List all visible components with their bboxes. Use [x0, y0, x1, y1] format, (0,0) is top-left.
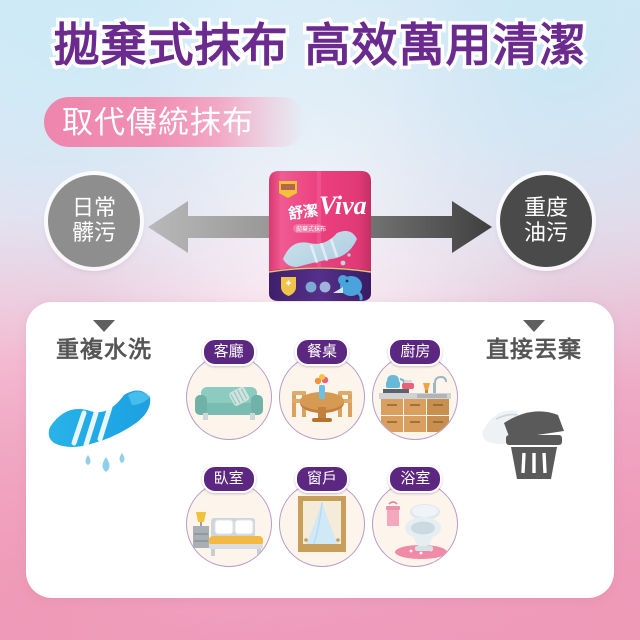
headline-part-2: 高效萬用清潔: [301, 19, 589, 72]
caret-down-icon: [523, 320, 545, 332]
room-item-bathroom[interactable]: 浴室: [372, 465, 459, 584]
product-package-image: 舒潔 Viva 拋棄式抹布: [268, 171, 372, 301]
window-illustration: [278, 481, 365, 567]
bedroom-illustration: [185, 481, 272, 567]
room-label-window: 窗戶: [294, 465, 349, 493]
kitchen-counter-icon: [379, 375, 452, 432]
left-severity-circle: 日常 髒污: [48, 175, 140, 267]
svg-text:舒潔: 舒潔: [287, 201, 319, 223]
room-label-dining-table: 餐桌: [294, 338, 349, 366]
living-room-illustration: [185, 354, 272, 440]
toilet-icon: [386, 501, 448, 559]
reusable-cloth-column: 重複水洗: [36, 320, 172, 481]
bed-icon: [192, 512, 263, 556]
dining-table-illustration: [278, 354, 365, 440]
right-severity-line1: 重度: [523, 195, 568, 221]
bathroom-illustration: [372, 481, 459, 567]
room-label-living-room: 客廳: [201, 338, 256, 366]
headline-part-1: 拋棄式抹布: [50, 19, 291, 72]
room-label-kitchen: 廚房: [388, 338, 443, 366]
dining-table-icon: [291, 374, 352, 422]
wet-cloth-icon: [36, 371, 172, 481]
page-title: 拋棄式抹布高效萬用清潔: [0, 19, 640, 72]
room-item-kitchen[interactable]: 廚房: [372, 338, 459, 457]
product-package: 舒潔 Viva 拋棄式抹布: [263, 167, 377, 303]
disposable-column: 直接丟棄: [466, 320, 602, 481]
svg-text:拋棄式抹布: 拋棄式抹布: [296, 225, 326, 233]
room-label-bathroom: 浴室: [388, 465, 443, 493]
room-label-bedroom: 臥室: [201, 465, 256, 493]
left-severity-line1: 日常: [71, 195, 116, 221]
subtitle-banner: 取代傳統抹布: [44, 97, 306, 147]
right-severity-line2: 油污: [523, 220, 568, 245]
room-item-window[interactable]: 窗戶: [278, 465, 365, 584]
sofa-icon: [194, 386, 263, 420]
kitchen-illustration: [372, 354, 459, 440]
room-item-living-room[interactable]: 客廳: [185, 338, 272, 457]
room-item-bedroom[interactable]: 臥室: [185, 465, 272, 584]
room-grid: 客廳: [185, 338, 459, 584]
usage-card: 重複水洗: [26, 302, 614, 598]
right-severity-circle: 重度 油污: [500, 175, 592, 267]
dispose-label: 直接丟棄: [486, 336, 582, 362]
left-severity-line2: 髒污: [71, 220, 116, 245]
caret-down-icon: [93, 320, 115, 332]
svg-text:Viva: Viva: [319, 191, 367, 220]
subtitle-text: 取代傳統抹布: [62, 104, 254, 140]
window-icon: [297, 496, 346, 552]
trash-can-icon: [466, 371, 602, 481]
room-item-dining-table[interactable]: 餐桌: [278, 338, 365, 457]
reusable-cloth-label: 重複水洗: [56, 336, 152, 362]
